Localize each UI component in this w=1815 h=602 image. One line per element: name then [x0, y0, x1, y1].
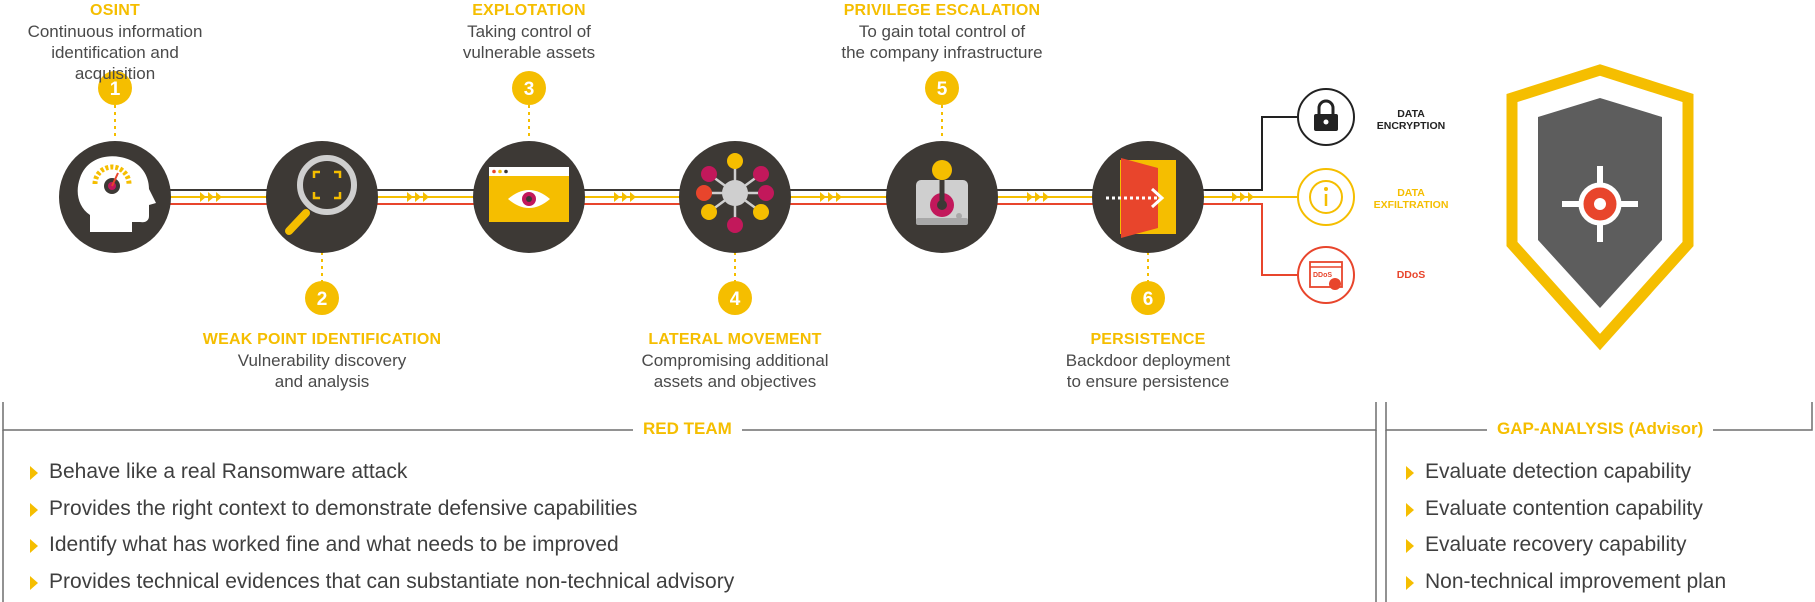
outcome-exfiltration-label: DATA EXFILTRATION [1371, 187, 1451, 211]
outcome-branches [1205, 116, 1298, 276]
dotted-connectors [114, 105, 1149, 284]
magnifier-icon [285, 155, 357, 235]
step-3-node: 3 [473, 71, 585, 253]
bullet-arrow-icon [30, 466, 38, 480]
bullet-arrow-icon [30, 575, 38, 590]
list-item: Identify what has worked fine and what n… [28, 527, 1358, 564]
step-desc-line: assets and objectives [653, 372, 817, 391]
step-6-node: 6 [1092, 141, 1204, 315]
step-desc-line: To gain total control of [858, 22, 1026, 41]
bullet-arrow-icon [1406, 539, 1414, 553]
step-number: 2 [317, 289, 328, 310]
step-title: OSINT [90, 2, 140, 19]
list-item: Evaluate contention capability [1404, 491, 1804, 528]
step-title: LATERAL MOVEMENT [648, 331, 822, 348]
step-number: 6 [1143, 289, 1154, 310]
lock-icon [1314, 99, 1338, 131]
ddos-browser-icon: DDoS [1309, 261, 1343, 290]
step-5-label: PRIVILEGE ESCALATION To gain total contr… [822, 0, 1062, 63]
list-item-text: Behave like a real Ransomware attack [49, 460, 408, 483]
step-desc-line: Taking control of [467, 22, 591, 41]
step-4-node: 4 [679, 141, 791, 315]
list-item-text: Evaluate detection capability [1425, 460, 1692, 483]
shield-target-icon [1506, 64, 1694, 351]
outcome-encryption [1297, 88, 1355, 146]
outcome-label-line: DDoS [1396, 269, 1426, 281]
step-number: 5 [937, 79, 948, 100]
list-item: Behave like a real Ransomware attack [28, 454, 1358, 491]
outcome-ddos-label: DDoS [1371, 269, 1451, 281]
list-item-text: Provides the right context to demonstrat… [49, 496, 638, 520]
outcome-ddos: DDoS [1297, 246, 1355, 304]
joystick-icon [916, 160, 968, 225]
step-1-label: OSINT Continuous information identificat… [15, 0, 215, 84]
step-desc-line: the company infrastructure [841, 43, 1043, 62]
step-desc-line: vulnerable assets [462, 43, 596, 62]
step-title: EXPLOTATION [472, 2, 586, 19]
list-item: Non-technical improvement plan [1404, 564, 1804, 601]
outcome-encryption-label: DATA ENCRYPTION [1371, 108, 1451, 132]
outcome-label-line: EXFILTRATION [1373, 199, 1449, 211]
list-item: Provides technical evidences that can su… [28, 564, 1358, 601]
list-item: Evaluate recovery capability [1404, 527, 1804, 564]
step-title: PERSISTENCE [1090, 331, 1206, 348]
step-2-label: WEAK POINT IDENTIFICATION Vulnerability … [192, 329, 452, 392]
bullet-arrow-icon [30, 539, 38, 553]
bullet-arrow-icon [30, 502, 38, 517]
step-5-node: 5 [886, 71, 998, 253]
step-desc-line: Continuous information [27, 22, 203, 41]
network-hub-icon [696, 153, 774, 233]
browser-eye-icon [489, 167, 569, 222]
step-desc-line: identification and acquisition [51, 43, 179, 83]
red-team-list: Behave like a real Ransomware attack Pro… [28, 454, 1358, 600]
list-item-text: Evaluate contention capability [1425, 496, 1703, 520]
step-desc-line: Backdoor deployment [1065, 351, 1231, 370]
list-item-text: Identify what has worked fine and what n… [49, 533, 619, 556]
ddos-icon-text: DDoS [1313, 272, 1332, 279]
outcome-exfiltration [1297, 168, 1355, 226]
step-number: 3 [524, 79, 535, 100]
head-gauge-icon [77, 156, 156, 232]
door-exit-icon [1106, 158, 1176, 238]
step-number: 1 [110, 79, 121, 100]
list-item-text: Evaluate recovery capability [1425, 533, 1687, 556]
bullet-arrow-icon [1406, 502, 1414, 517]
red-team-title: RED TEAM [633, 419, 742, 439]
step-1-node: 1 [59, 71, 171, 253]
step-6-label: PERSISTENCE Backdoor deployment to ensur… [1038, 329, 1258, 392]
gap-analysis-title: GAP-ANALYSIS (Advisor) [1487, 419, 1714, 439]
outcome-label-line: DATA [1397, 187, 1425, 199]
outcome-label-line: DATA [1397, 108, 1425, 120]
list-item-text: Non-technical improvement plan [1425, 569, 1727, 593]
list-item: Provides the right context to demonstrat… [28, 491, 1358, 528]
outcome-label-line: ENCRYPTION [1376, 120, 1446, 132]
step-desc-line: and analysis [274, 372, 370, 391]
step-3-label: EXPLOTATION Taking control of vulnerable… [429, 0, 629, 63]
step-4-label: LATERAL MOVEMENT Compromising additional… [620, 329, 850, 392]
step-2-node: 2 [266, 141, 378, 315]
step-number: 4 [730, 289, 741, 310]
step-desc-line: Compromising additional [641, 351, 829, 370]
list-item-text: Provides technical evidences that can su… [49, 569, 735, 593]
step-desc-line: to ensure persistence [1066, 372, 1230, 391]
chain-arrows [200, 192, 1254, 202]
step-title: PRIVILEGE ESCALATION [843, 2, 1041, 19]
list-item: Evaluate detection capability [1404, 454, 1804, 491]
gap-analysis-list: Evaluate detection capability Evaluate c… [1404, 454, 1804, 600]
bullet-arrow-icon [1406, 575, 1414, 590]
step-desc-line: Vulnerability discovery [237, 351, 407, 370]
step-title: WEAK POINT IDENTIFICATION [202, 331, 442, 348]
bullet-arrow-icon [1406, 466, 1414, 480]
info-icon [1309, 180, 1343, 214]
